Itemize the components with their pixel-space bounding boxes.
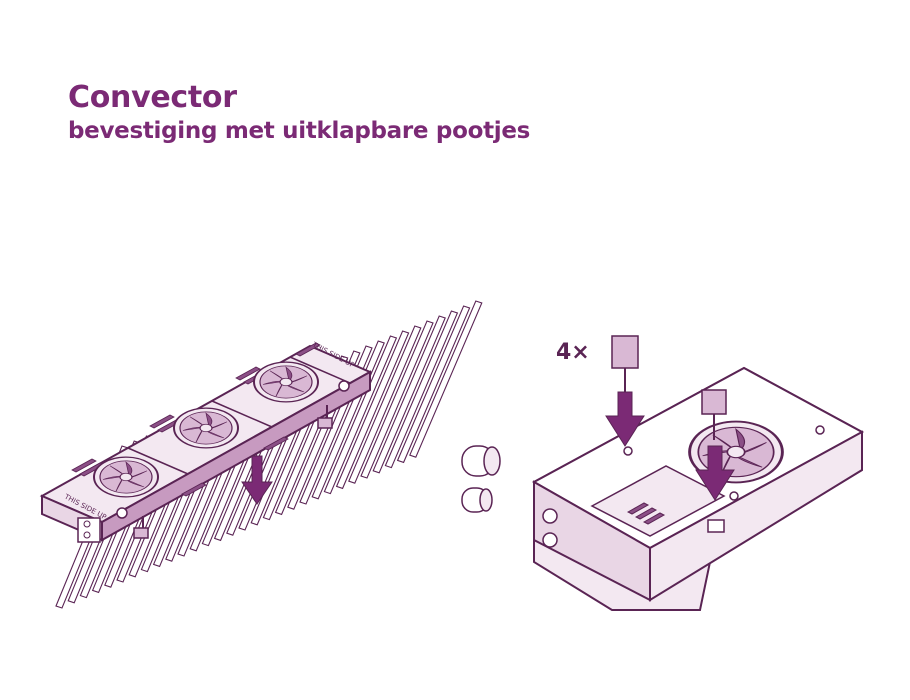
radiator-fin <box>360 320 434 479</box>
radiator-fin <box>396 305 471 464</box>
foldout-leg <box>611 335 639 392</box>
radiator-fin <box>409 300 483 458</box>
radiator-pipe-top <box>461 445 501 477</box>
foldout-leg <box>701 389 727 440</box>
radiator-pipe-bottom <box>461 487 493 513</box>
quantity-label: 4× <box>556 340 590 365</box>
down-arrow-icon <box>241 455 273 505</box>
down-arrow-icon <box>695 445 735 501</box>
fan-icon <box>173 407 239 449</box>
radiator-fin <box>335 330 410 490</box>
page-subtitle: bevestiging met uitklapbare pootjes <box>68 118 531 144</box>
radiator-fin <box>384 310 459 469</box>
convector-unit: THIS SIDE UP THIS SIDE UP <box>39 340 373 543</box>
fan-icon <box>253 361 319 403</box>
radiator-fin <box>348 325 422 484</box>
down-arrow-icon <box>605 391 645 447</box>
foldout-leg <box>133 516 149 539</box>
detail-view <box>531 335 865 611</box>
radiator-fin <box>372 315 446 474</box>
fan-icon <box>93 456 159 498</box>
foldout-leg <box>317 405 333 429</box>
page-title: Convector <box>68 80 237 115</box>
